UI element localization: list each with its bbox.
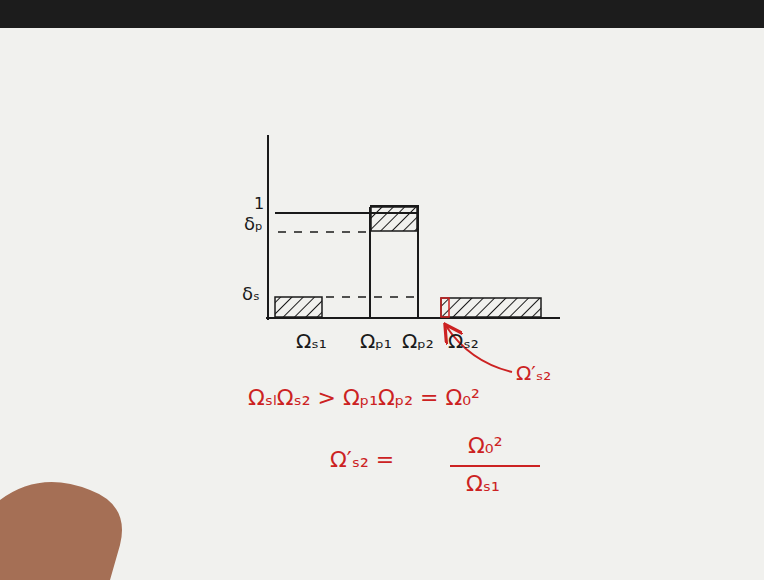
equation: ΩₛₗΩₛ₂ > Ωₚ₁Ωₚ₂ = Ω₀² [248, 386, 480, 410]
shifted-edge-label: Ω′ₛ₂ [516, 362, 551, 384]
hand [0, 482, 122, 580]
top-bar [0, 0, 764, 28]
stopband-1 [275, 297, 322, 317]
stopband-shift [441, 298, 449, 317]
red-arrow [446, 326, 512, 372]
axis-tick-label: Ωₚ₁ [360, 330, 392, 352]
equation: Ω′ₛ₂ = [330, 448, 394, 472]
passband-ripple [371, 207, 417, 231]
axis-tick-label: Ωₛ₁ [296, 330, 327, 352]
stopband-2 [441, 298, 541, 317]
axes [266, 135, 560, 320]
fraction-denominator: Ωₛ₁ [466, 472, 500, 496]
fraction-numerator: Ω₀² [468, 434, 502, 458]
fraction-bar [450, 465, 540, 467]
tolerance-dashes [278, 232, 420, 297]
passband-tolerance: δₚ [244, 214, 263, 234]
axis-tick-label: Ωₚ₂ [402, 330, 434, 352]
passband-level: 1 [254, 195, 264, 213]
stopband-tolerance: δₛ [242, 284, 260, 304]
axis-tick-label: Ωₛ₂ [448, 330, 479, 352]
